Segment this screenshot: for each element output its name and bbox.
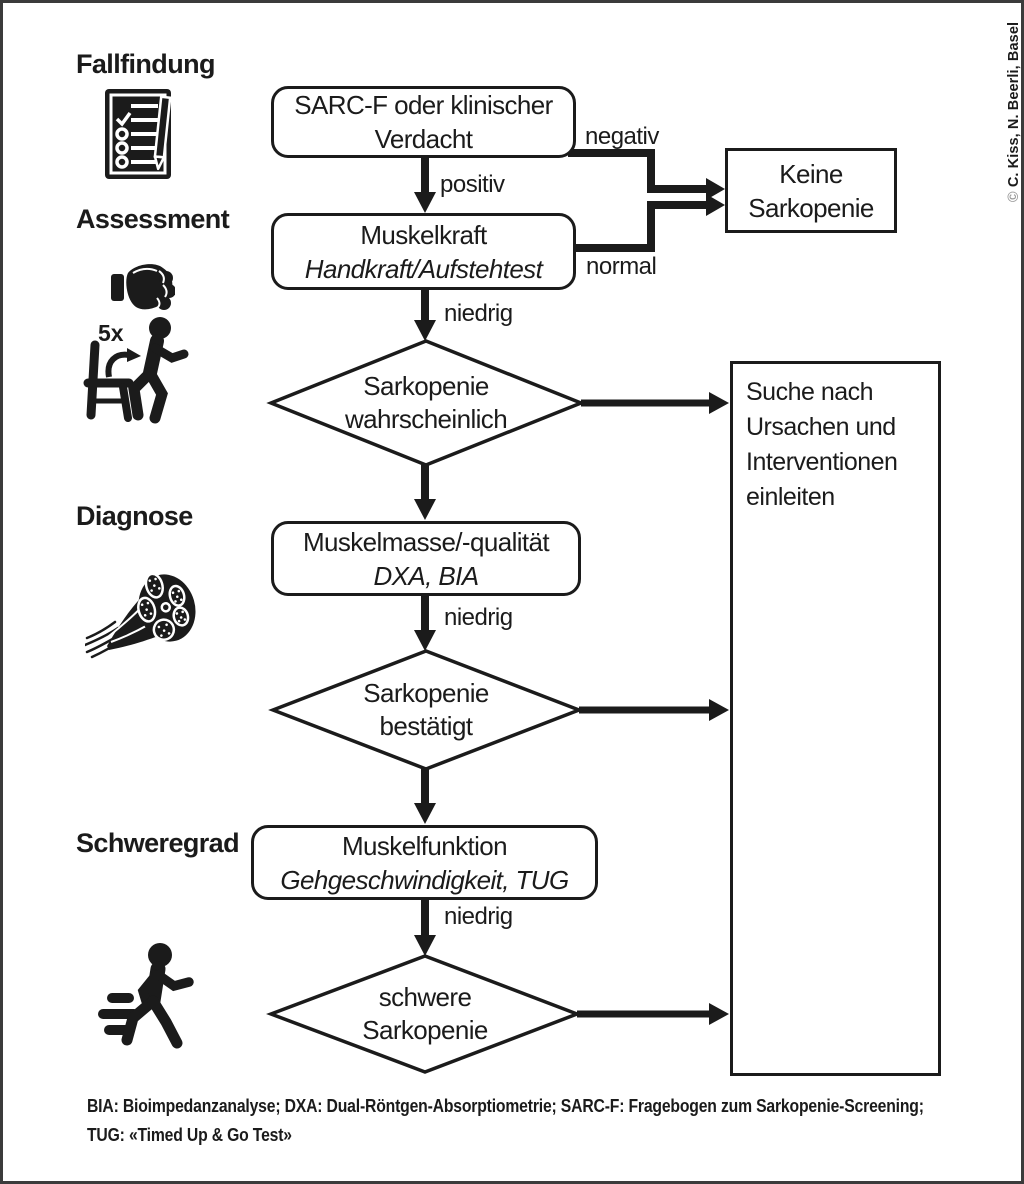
motion-lines-icon	[98, 993, 139, 1035]
node-line: Muskelfunktion	[341, 830, 508, 861]
copyright-text: © C. Kiss, N. Beerli, Basel	[1006, 21, 1022, 203]
pencil-icon	[153, 95, 172, 171]
footnote-line-1: BIA: Bioimpedanzanalyse; DXA: Dual-Röntg…	[87, 1095, 924, 1116]
copyright-symbol: ©	[1006, 191, 1022, 203]
chair-icon	[83, 340, 134, 422]
node-line: Verdacht	[374, 124, 473, 154]
node-line: Sarkopenie	[363, 371, 489, 401]
node-line: bestätigt	[379, 711, 473, 741]
node-line: Keine	[779, 158, 843, 189]
node-line: Sarkopenie	[362, 1015, 488, 1045]
decision-sarkopenie-bestaetigt: Sarkopenie bestätigt	[306, 677, 546, 743]
node-line: wahrscheinlich	[344, 404, 508, 434]
edge-label-niedrig-3: niedrig	[444, 903, 513, 930]
node-line: Suche nach	[746, 378, 874, 406]
edge-label-niedrig-2: niedrig	[444, 604, 513, 631]
stage-label-diagnose: Diagnose	[76, 501, 193, 531]
node-suche-nach-ursachen: Suche nach Ursachen und Interventionen e…	[730, 361, 941, 1076]
chair-stand-icon	[83, 317, 189, 424]
node-muskelfunktion: Muskelfunktion Gehgeschwindigkeit, TUG	[251, 825, 598, 900]
node-keine-sarkopenie: Keine Sarkopenie	[725, 148, 897, 233]
node-line-italic: Gehgeschwindigkeit, TUG	[280, 864, 569, 895]
stage-label-assessment: Assessment	[76, 204, 230, 234]
node-line: Muskelmasse/-qualität	[302, 526, 550, 557]
node-line: Sarkopenie	[363, 678, 489, 708]
checklist-icon	[105, 89, 172, 179]
chair-stand-count-label: 5x	[98, 320, 124, 346]
edge-label-normal: normal	[586, 253, 657, 280]
stage-label-fallfindung: Fallfindung	[76, 49, 215, 79]
edge-label-positiv: positiv	[440, 171, 505, 198]
decision-schwere-sarkopenie: schwere Sarkopenie	[305, 981, 545, 1047]
node-line: Muskelkraft	[360, 219, 487, 250]
node-line-italic: Handkraft/Aufstehtest	[304, 253, 543, 284]
standing-person-icon	[128, 317, 189, 424]
node-line-italic: DXA, BIA	[373, 560, 479, 591]
walking-person-icon	[98, 943, 194, 1049]
node-line: Interventionen	[746, 448, 898, 476]
node-line: SARC-F oder klinischer	[294, 90, 553, 120]
node-line: einleiten	[746, 483, 835, 511]
copyright-names: C. Kiss, N. Beerli, Basel	[1006, 21, 1022, 188]
node-muskelkraft: Muskelkraft Handkraft/Aufstehtest	[271, 213, 576, 290]
handgrip-icon	[111, 264, 175, 310]
decision-sarkopenie-wahrscheinlich: Sarkopenie wahrscheinlich	[306, 370, 546, 436]
node-muskelmasse: Muskelmasse/-qualität DXA, BIA	[271, 521, 581, 596]
edge-label-niedrig-1: niedrig	[444, 300, 513, 327]
stage-label-schweregrad: Schweregrad	[76, 828, 240, 858]
node-line: Sarkopenie	[748, 192, 874, 223]
node-sarcf-verdacht: SARC-F oder klinischer Verdacht	[271, 86, 576, 158]
footnote-line-2: TUG: «Timed Up & Go Test»	[87, 1124, 292, 1145]
rise-arrow-icon	[105, 351, 130, 378]
edge-label-negativ: negativ	[585, 123, 659, 150]
muscle-fiber-icon	[85, 572, 196, 659]
node-line: Ursachen und	[746, 413, 896, 441]
node-line: schwere	[378, 982, 472, 1012]
